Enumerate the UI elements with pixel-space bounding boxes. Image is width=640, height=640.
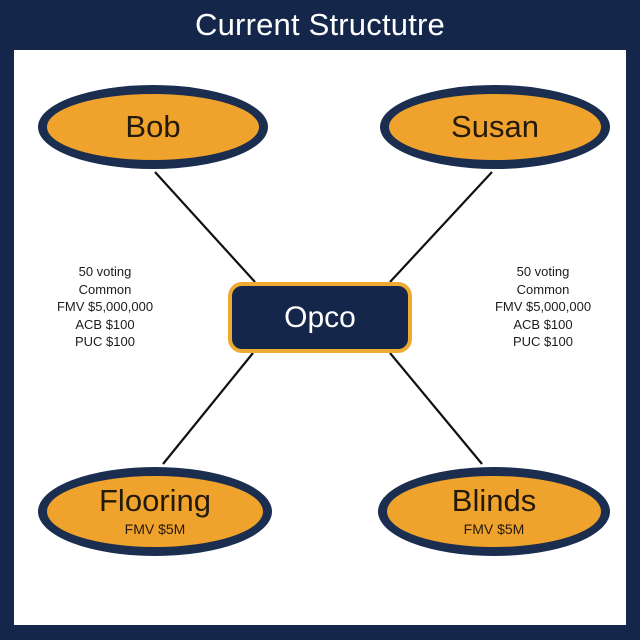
annotation-left-line-5: PUC $100 (75, 334, 135, 349)
annotation-right-line-5: PUC $100 (513, 334, 573, 349)
node-susan[interactable]: Susan (380, 85, 610, 169)
annotation-right-line-4: ACB $100 (513, 316, 573, 332)
node-blinds-label: Blinds (451, 482, 537, 518)
page-title: Current Structutre (195, 7, 445, 42)
node-flooring-label: Flooring (99, 482, 211, 518)
annotation-right: 50 voting Common FMV $5,000,000 ACB $100… (468, 263, 618, 351)
node-flooring[interactable]: Flooring FMV $5M (38, 467, 272, 556)
node-susan-label: Susan (451, 109, 539, 144)
node-opco[interactable]: Opco (228, 282, 412, 353)
annotation-left-line-1: 50 voting (78, 264, 132, 279)
annotation-left-line-3: FMV $5,000,000 (56, 299, 154, 314)
annotation-right-line-2: Common (516, 281, 570, 297)
annotation-left-line-4: ACB $100 (75, 316, 135, 332)
annotation-right-line-1: 50 voting (516, 264, 570, 279)
annotation-right-line-3: FMV $5,000,000 (494, 299, 592, 314)
node-blinds[interactable]: Blinds FMV $5M (378, 467, 610, 556)
node-bob[interactable]: Bob (38, 85, 268, 169)
annotation-left: 50 voting Common FMV $5,000,000 ACB $100… (30, 263, 180, 351)
annotation-left-line-2: Common (78, 281, 132, 297)
node-blinds-fmv: FMV $5M (463, 520, 525, 537)
node-bob-label: Bob (125, 109, 181, 144)
node-opco-label: Opco (284, 300, 356, 334)
node-flooring-fmv: FMV $5M (124, 520, 186, 537)
